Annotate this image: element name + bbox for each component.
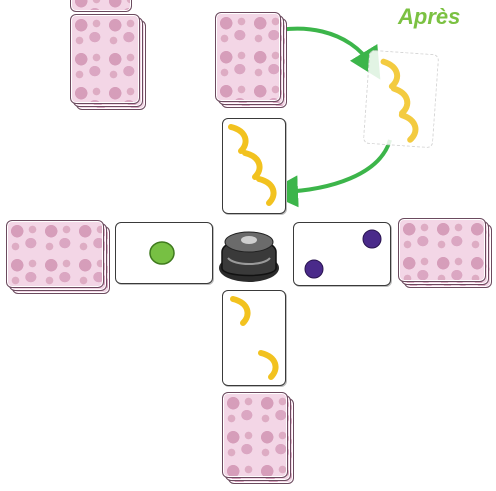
south-card-fruits <box>230 296 279 380</box>
banana-icon <box>380 58 419 143</box>
lime-icon <box>149 241 175 265</box>
plum-icon <box>304 229 382 279</box>
north-card-fruits <box>228 124 277 206</box>
west-card-fruits <box>149 241 175 265</box>
after-label: Après <box>398 4 461 29</box>
banana-icon <box>228 124 277 206</box>
east-card-fruits <box>304 229 382 279</box>
arrow-in <box>266 139 392 208</box>
moved-card <box>362 49 440 149</box>
east-faceup-card[interactable] <box>293 222 391 286</box>
south-faceup-card[interactable] <box>222 290 286 386</box>
west-faceup-card[interactable] <box>115 222 213 284</box>
bell-icon[interactable] <box>214 222 284 286</box>
banana-icon <box>230 296 279 380</box>
moved-card-fruits <box>380 58 419 143</box>
north-faceup-card[interactable] <box>222 118 286 214</box>
